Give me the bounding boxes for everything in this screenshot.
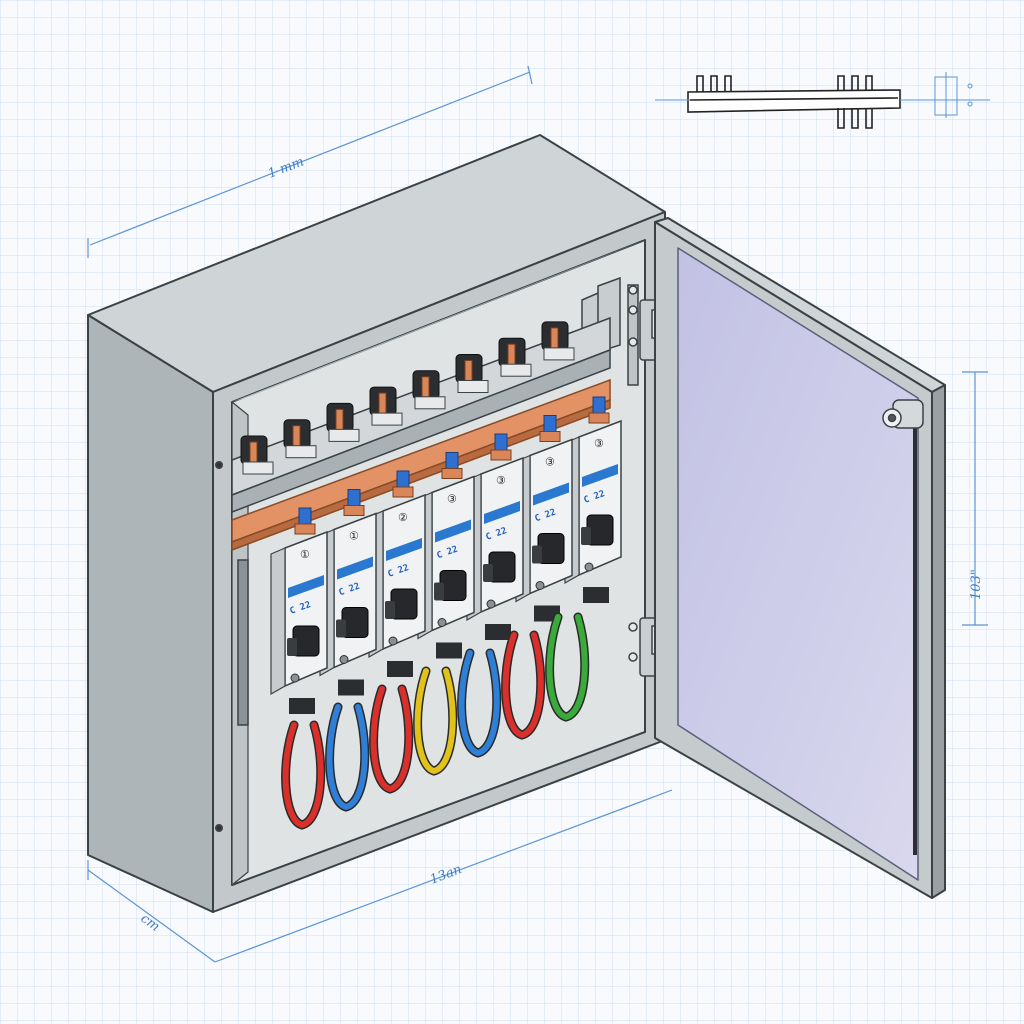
wire <box>458 650 500 757</box>
breaker-number: ③ <box>545 457 555 469</box>
wire <box>370 686 412 793</box>
circuit-breaker: ②C 22 <box>368 470 426 677</box>
terminal-block <box>498 337 532 377</box>
wire <box>326 704 368 811</box>
breaker-number: ② <box>398 512 408 524</box>
door-glass-panel <box>677 247 919 881</box>
breaker-number: ① <box>349 531 359 543</box>
busbar-comb-cross-section-icon <box>655 72 990 129</box>
breaker-number: ③ <box>447 494 457 506</box>
enclosure-door <box>654 217 946 899</box>
door-handle-icon <box>882 399 924 429</box>
door-height-dimension: 103" <box>969 569 984 600</box>
terminal-block <box>326 402 360 442</box>
terminal-block <box>283 419 317 459</box>
wire <box>414 668 456 775</box>
circuit-breaker: ①C 22 <box>319 489 377 696</box>
circuit-breaker: ①C 22 <box>270 507 328 714</box>
wire <box>502 632 544 739</box>
wire <box>546 614 588 721</box>
breaker-number: ① <box>300 549 310 561</box>
terminal-block <box>369 386 403 426</box>
terminal-block <box>412 370 446 410</box>
copper-busbar <box>231 378 611 552</box>
terminal-block <box>240 435 274 475</box>
breaker-number: ③ <box>496 475 506 487</box>
wire <box>282 722 324 829</box>
terminal-block <box>541 321 575 361</box>
breaker-number: ③ <box>594 438 604 450</box>
wires <box>281 612 590 830</box>
terminal-blocks <box>240 321 575 475</box>
dimension-lines <box>87 65 988 963</box>
terminal-block <box>455 354 489 393</box>
circuit-breaker: ③C 22 <box>564 396 622 603</box>
